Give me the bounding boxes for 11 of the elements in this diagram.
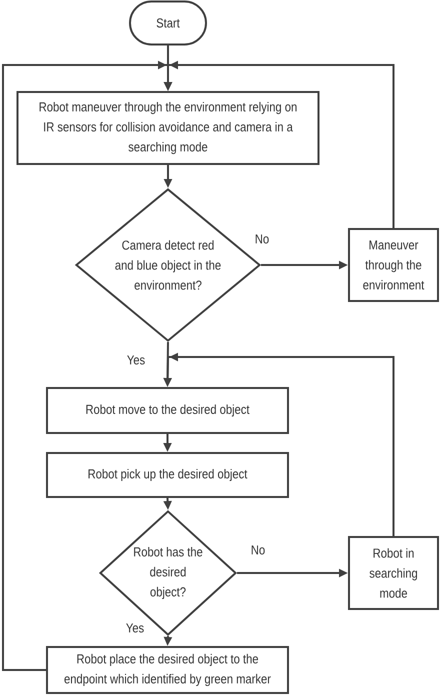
process-box: Robot place the desired object to the endpoint which identified by green marker (46, 646, 289, 694)
edge-label: No (250, 544, 266, 556)
edge-label: Yes (124, 622, 146, 634)
start-terminal: Start (129, 0, 207, 46)
arrow (2, 60, 172, 671)
process-box: Maneuver through the environment (348, 228, 439, 302)
process-box: Robot pick up the desired object (46, 452, 289, 498)
process-box: Robot move to the desired object (46, 387, 289, 434)
edge-label: Yes (126, 354, 146, 366)
process-box: Robot in searching mode (348, 536, 439, 610)
process-box: Robot maneuver through the environment relying on IR sensors for collision avoidance and camera in a searching mode (16, 91, 320, 165)
